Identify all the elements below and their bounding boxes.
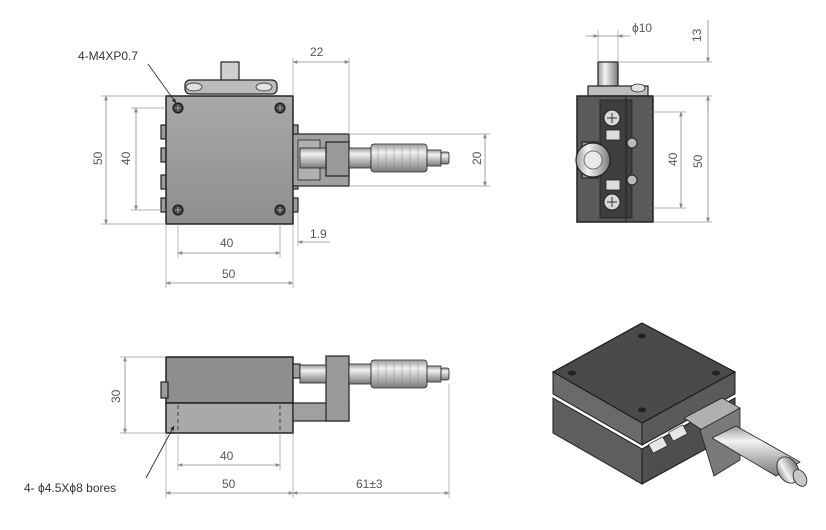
dim-40-front-label: 40 xyxy=(220,449,234,463)
dim-dia10-label: ϕ10 xyxy=(632,21,652,35)
hole-note-label: 4-M4XP0.7 xyxy=(78,49,138,63)
dim-50-width-label: 50 xyxy=(222,267,236,281)
mount-hole-icon xyxy=(172,102,286,216)
top-view: 22 4-M4XP0.7 50 40 20 40 50 1.9 xyxy=(78,45,490,288)
dim-40-side-label: 40 xyxy=(666,152,680,166)
dim-30-label: 30 xyxy=(109,389,123,403)
top-view-knob xyxy=(184,61,278,95)
dim-40-width-label: 40 xyxy=(220,236,234,250)
dim-40-height-label: 40 xyxy=(119,151,133,165)
dim-61-label: 61±3 xyxy=(356,477,383,491)
dim-1-9-label: 1.9 xyxy=(310,227,327,241)
dim-50-front-label: 50 xyxy=(222,477,236,491)
top-view-plate xyxy=(165,95,294,225)
micrometer-icon xyxy=(348,143,450,173)
dim-20-label: 20 xyxy=(470,151,484,165)
micrometer-front-icon xyxy=(348,359,450,389)
dim-50-height-label: 50 xyxy=(91,151,105,165)
dim-13-label: 13 xyxy=(690,28,704,42)
front-view-lower-block xyxy=(165,402,294,434)
front-view: 30 40 50 61±3 4- ϕ4.5Xϕ8 bores xyxy=(24,355,450,498)
screw-icon xyxy=(603,109,638,211)
bore-note-label: 4- ϕ4.5Xϕ8 bores xyxy=(24,481,116,495)
front-view-upper-block xyxy=(165,356,294,404)
side-view: ϕ10 13 40 50 xyxy=(575,20,712,223)
isometric-stage-icon xyxy=(551,322,808,487)
dim-22-label: 22 xyxy=(310,45,324,59)
dim-50-side-label: 50 xyxy=(691,154,705,168)
